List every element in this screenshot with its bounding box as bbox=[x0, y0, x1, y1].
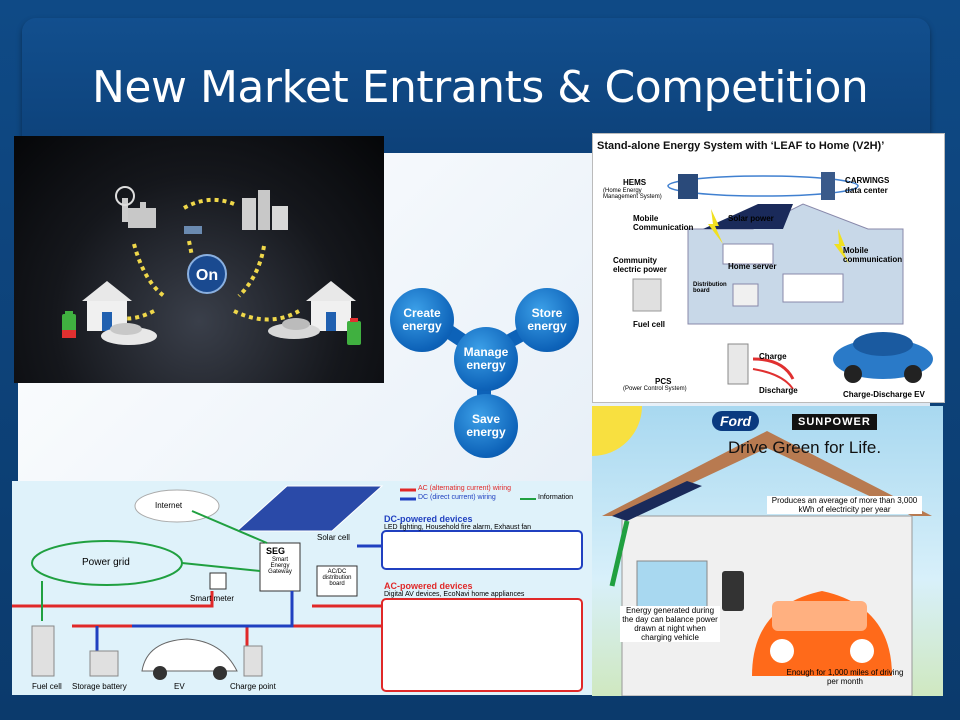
charge-point-label: Charge point bbox=[230, 682, 276, 691]
leaf-to-home-diagram: Stand-alone Energy System with ‘LEAF to … bbox=[592, 133, 945, 403]
car-right-icon bbox=[268, 318, 320, 339]
storage-battery-label: Storage battery bbox=[72, 682, 127, 691]
solar-panel-icon bbox=[184, 226, 202, 234]
acdc-board-box bbox=[316, 565, 358, 597]
leaf-diagram-graphics bbox=[632, 172, 933, 390]
onstar-image: On bbox=[14, 136, 384, 383]
legend-dc: DC (direct current) wiring bbox=[418, 494, 496, 501]
charge-point-icon bbox=[243, 645, 263, 677]
carwings-label: CARWINGS bbox=[845, 176, 890, 185]
carwings-server-icon bbox=[821, 172, 835, 200]
energy-generated-text: Energy generated during the day can bala… bbox=[620, 606, 720, 642]
legend-ac: AC (alternating current) wiring bbox=[418, 485, 511, 492]
solar-cell-label: Solar cell bbox=[317, 533, 350, 542]
house-right-icon bbox=[306, 281, 356, 331]
charge-discharge-ev-label: Charge-Discharge EV bbox=[843, 390, 925, 399]
mobile-comm-2-label: Mobile communication bbox=[843, 246, 903, 264]
power-grid-label: Power grid bbox=[82, 557, 130, 568]
legend-info: Information bbox=[538, 494, 574, 501]
seg-title: SEG bbox=[266, 546, 286, 556]
discharge-label: Discharge bbox=[759, 386, 798, 395]
slide-title: New Market Entrants & Competition bbox=[92, 62, 869, 113]
ford-ad-graphics bbox=[592, 406, 932, 696]
onstar-illustration: On bbox=[62, 186, 361, 345]
mobile-comm-label: Mobile Communication bbox=[633, 214, 694, 232]
hems-sub-label: (Home Energy Management System) bbox=[603, 188, 662, 200]
seg-sub-label: Smart Energy Gateway bbox=[268, 557, 292, 575]
battery-right-icon bbox=[347, 318, 361, 345]
smart-meter-icon bbox=[209, 572, 227, 590]
pcs-label: PCS bbox=[655, 377, 672, 386]
ac-devices-box bbox=[381, 598, 583, 692]
dc-devices-label: DC-powered devices bbox=[384, 514, 473, 524]
seg-diagram-graphics bbox=[12, 485, 583, 692]
internet-label: Internet bbox=[155, 501, 183, 510]
fuel-cell-label: Fuel cell bbox=[633, 320, 666, 329]
leaf-title: Stand-alone Energy System with ‘LEAF to … bbox=[597, 140, 885, 152]
sunpower-logo: SUNPOWER bbox=[792, 414, 877, 430]
produces-text: Produces an average of more than 3,000 k… bbox=[767, 496, 922, 514]
cell-tower-icon bbox=[115, 186, 156, 228]
charger-icon bbox=[722, 571, 744, 611]
hems-label: HEMS bbox=[623, 178, 647, 187]
sun-icon bbox=[592, 406, 642, 456]
dc-devices-box bbox=[381, 530, 583, 570]
smart-meter-label: Smart meter bbox=[190, 594, 235, 603]
hems-server-icon bbox=[678, 174, 698, 199]
ford-headline: Drive Green for Life. bbox=[728, 438, 882, 457]
title-bar bbox=[22, 18, 930, 153]
pcs-icon bbox=[727, 343, 749, 385]
solar-panel-icon bbox=[612, 481, 702, 521]
ford-sunpower-ad: Ford SUNPOWER Drive Green for Life. Prod… bbox=[592, 406, 943, 696]
community-power-label: Community electric power bbox=[613, 256, 667, 274]
storage-battery-icon bbox=[89, 650, 119, 677]
solar-roof-icon bbox=[703, 204, 793, 229]
charge-label: Charge bbox=[759, 352, 787, 361]
pcs-sub-label: (Power Control System) bbox=[623, 386, 687, 392]
acdc-board-label: AC/DC distribution board bbox=[322, 569, 352, 587]
enough-for-text: Enough for 1,000 miles of driving per mo… bbox=[786, 668, 904, 686]
ev-car-icon bbox=[141, 638, 238, 680]
home-server-label: Home server bbox=[728, 262, 777, 271]
fuel-cell-label: Fuel cell bbox=[32, 682, 62, 691]
smart-energy-gateway-diagram: AC (alternating current) wiring DC (dire… bbox=[12, 481, 593, 695]
distribution-board-label: Distribution board bbox=[693, 282, 727, 294]
manage-energy-circle: Manage energy bbox=[454, 327, 518, 391]
ac-devices-sub-label: Digital AV devices, EcoNavi home applian… bbox=[384, 591, 525, 598]
dc-devices-sub-label: LED lighting, Household fire alarm, Exha… bbox=[384, 524, 532, 531]
onstar-logo-text: On bbox=[196, 267, 218, 284]
onstar-logo-icon bbox=[187, 254, 227, 294]
seg-box bbox=[259, 542, 301, 592]
ac-devices-label: AC-powered devices bbox=[384, 581, 473, 591]
create-energy-circle: Create energy bbox=[390, 288, 454, 352]
ev-label: EV bbox=[174, 682, 185, 691]
ford-ev-icon bbox=[752, 591, 892, 676]
fuel-cell-icon bbox=[632, 278, 662, 312]
solar-cell-icon bbox=[235, 485, 384, 532]
save-energy-circle: Save energy bbox=[454, 394, 518, 458]
leaf-ev-icon bbox=[833, 332, 933, 383]
battery-left-icon bbox=[62, 311, 76, 338]
store-energy-circle: Store energy bbox=[515, 288, 579, 352]
energy-management-diagram: Create energy Store energy Manage energy… bbox=[384, 270, 594, 470]
buildings-icon bbox=[242, 190, 288, 230]
carwings-sub-label: data center bbox=[845, 186, 888, 195]
fuel-cell-icon bbox=[31, 625, 55, 677]
lightning-icon bbox=[708, 209, 723, 244]
car-left-icon bbox=[101, 323, 157, 345]
solar-power-label: Solar power bbox=[728, 214, 774, 223]
lightning-icon-2 bbox=[834, 229, 849, 264]
ford-logo: Ford bbox=[712, 411, 760, 431]
